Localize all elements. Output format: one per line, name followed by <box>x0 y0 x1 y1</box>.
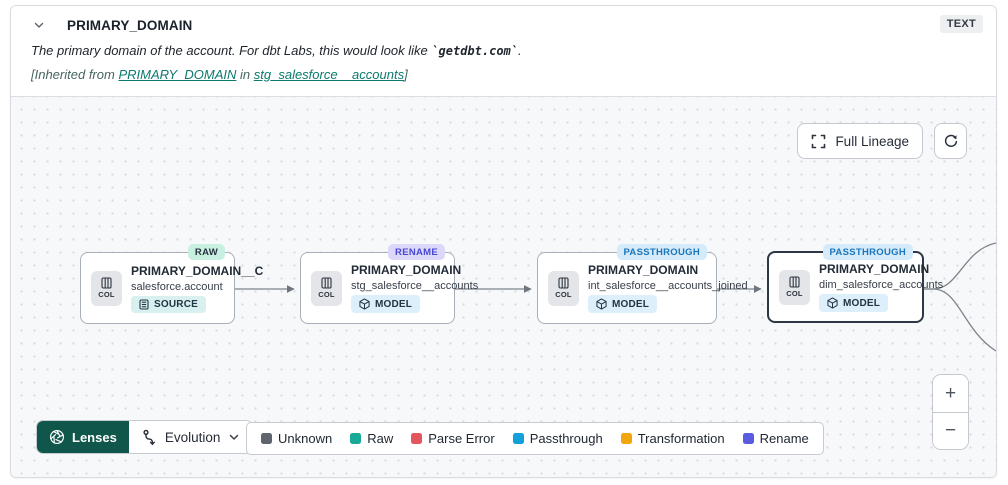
column-lineage-panel: PRIMARY_DOMAIN TEXT The primary domain o… <box>10 5 997 478</box>
column-description: The primary domain of the account. For d… <box>31 43 522 58</box>
zoom-controls: + − <box>932 374 969 450</box>
inherited-model-link[interactable]: stg_salesforce__accounts <box>253 67 405 82</box>
column-chip: COL <box>548 270 579 306</box>
legend-swatch <box>350 433 362 444</box>
evolution-icon <box>141 429 157 446</box>
page-title: PRIMARY_DOMAIN <box>67 17 193 33</box>
chevron-down-icon <box>228 431 240 443</box>
model-icon <box>596 298 607 310</box>
column-chip: COL <box>91 270 122 306</box>
legend-swatch <box>411 433 423 444</box>
lens-dropdown[interactable]: Evolution <box>128 421 253 453</box>
node-column-name: PRIMARY_DOMAIN <box>588 263 699 277</box>
column-chip: COL <box>311 270 342 306</box>
node-model-name: salesforce.account <box>131 280 223 293</box>
legend-item: Rename <box>742 431 809 446</box>
lens-legend: Unknown Raw Parse Error Passthrough Tran… <box>246 422 824 455</box>
legend-item: Passthrough <box>512 431 603 446</box>
node-model-name: dim_salesforce_accounts <box>819 279 944 291</box>
legend-item: Raw <box>350 431 393 446</box>
node-column-name: PRIMARY_DOMAIN__C <box>131 263 264 278</box>
node-column-name: PRIMARY_DOMAIN <box>819 262 930 276</box>
model-icon <box>359 298 370 310</box>
legend-swatch <box>742 433 754 444</box>
node-model-name: stg_salesforce__accounts <box>351 280 479 292</box>
header: PRIMARY_DOMAIN TEXT The primary domain o… <box>11 6 996 96</box>
expand-icon <box>811 134 826 149</box>
legend-swatch <box>261 433 272 444</box>
columns-icon <box>101 277 112 289</box>
legend-swatch <box>620 433 632 444</box>
columns-icon <box>558 277 569 289</box>
status-badge: PASSTHROUGH <box>822 244 913 260</box>
resource-type-badge: SOURCE <box>131 295 206 313</box>
columns-icon <box>321 277 332 289</box>
lineage-node-intermediate[interactable]: PASSTHROUGH COL PRIMARY_DOMAIN int_sales… <box>537 244 748 324</box>
full-lineage-button[interactable]: Full Lineage <box>797 123 923 159</box>
lineage-canvas[interactable]: Full Lineage RAW COL PRIMARY_DOMAIN__C <box>11 96 996 477</box>
status-badge: PASSTHROUGH <box>616 244 707 260</box>
resource-type-badge: MODEL <box>819 294 889 312</box>
aperture-icon <box>49 429 65 445</box>
lineage-node-staging[interactable]: RENAME COL PRIMARY_DOMAIN stg_salesforce… <box>300 244 479 324</box>
legend-swatch <box>512 433 524 444</box>
collapse-chevron-icon[interactable] <box>31 17 47 33</box>
lenses-button[interactable]: Lenses <box>37 421 129 453</box>
lineage-node-source[interactable]: RAW COL PRIMARY_DOMAIN__C salesforce.acc… <box>80 244 264 324</box>
zoom-out-button[interactable]: − <box>933 412 968 449</box>
status-badge: RENAME <box>388 244 445 260</box>
node-column-name: PRIMARY_DOMAIN <box>351 263 462 277</box>
column-chip: COL <box>779 269 810 305</box>
resource-type-badge: MODEL <box>588 295 658 313</box>
node-model-name: int_salesforce__accounts_joined <box>588 280 748 292</box>
source-icon <box>139 298 149 310</box>
lineage-toolbar: Full Lineage <box>797 123 967 159</box>
columns-icon <box>789 276 800 288</box>
legend-item: Parse Error <box>411 431 495 446</box>
refresh-icon <box>943 133 959 149</box>
model-icon <box>827 297 838 309</box>
lineage-node-dim[interactable]: PASSTHROUGH COL PRIMARY_DOMAIN dim_sales… <box>767 244 944 323</box>
column-type-badge: TEXT <box>939 15 983 33</box>
resource-type-badge: MODEL <box>351 295 421 313</box>
description-code: `getdbt.com` <box>431 44 519 58</box>
status-badge: RAW <box>187 244 225 260</box>
inherited-column-link[interactable]: PRIMARY_DOMAIN <box>118 67 237 82</box>
legend-item: Unknown <box>261 431 332 446</box>
inherited-from-note: [Inherited from PRIMARY_DOMAIN in stg_sa… <box>31 67 408 82</box>
legend-item: Transformation <box>620 431 725 446</box>
lenses-control: Lenses Evolution <box>36 420 254 454</box>
zoom-in-button[interactable]: + <box>933 375 968 412</box>
refresh-button[interactable] <box>934 123 967 159</box>
